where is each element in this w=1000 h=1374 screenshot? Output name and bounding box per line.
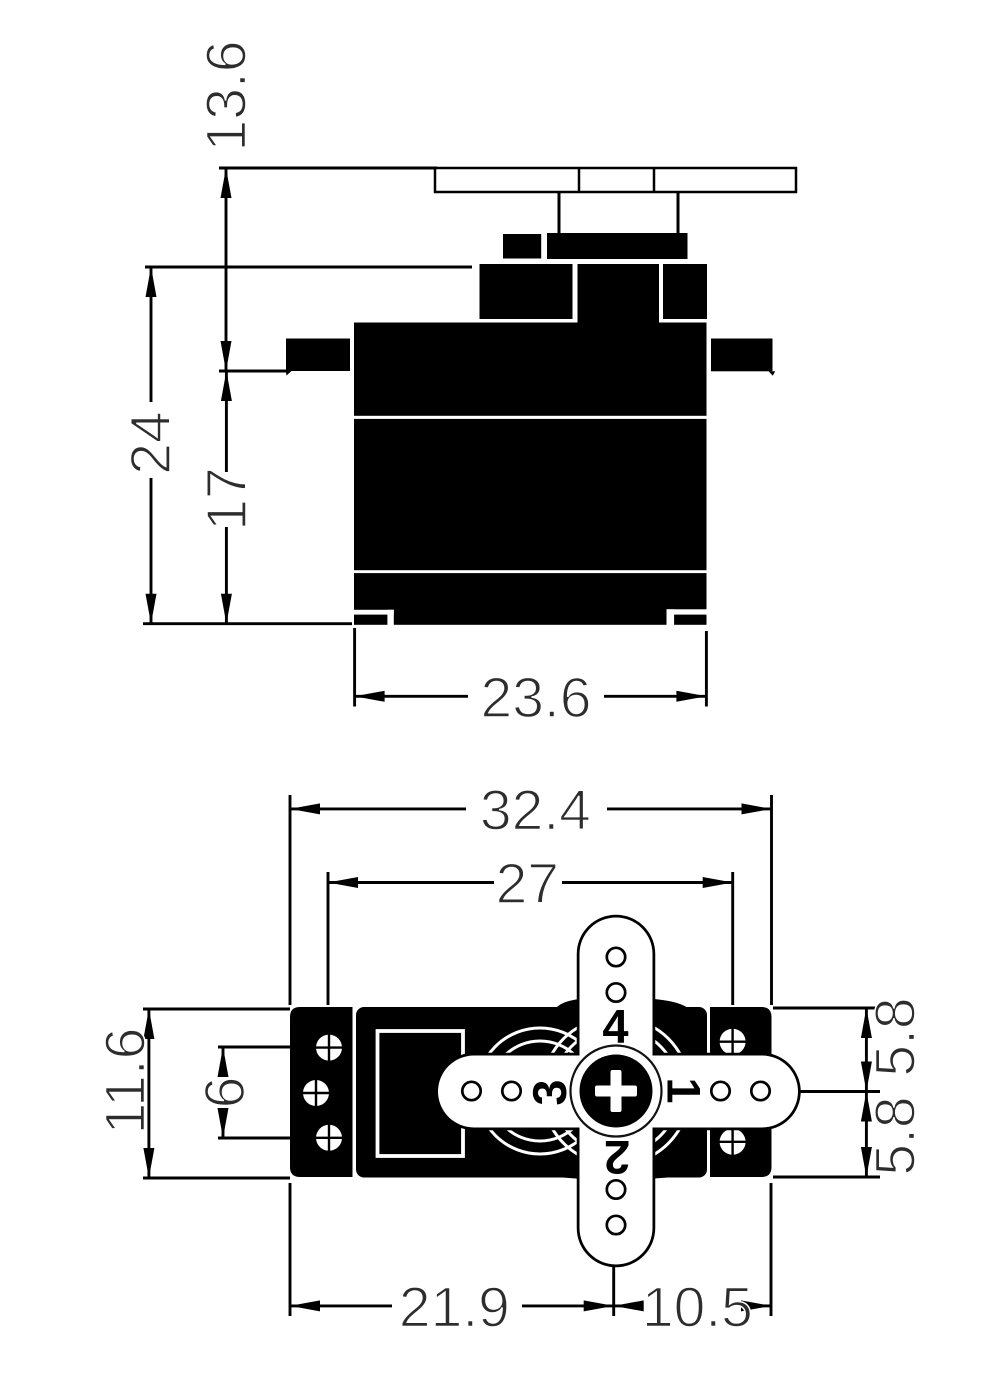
svg-text:10.5: 10.5 <box>642 1275 753 1339</box>
svg-text:17: 17 <box>195 467 259 530</box>
svg-text:5.8: 5.8 <box>864 1096 928 1175</box>
svg-text:5.8: 5.8 <box>864 997 928 1076</box>
svg-text:13.6: 13.6 <box>195 41 259 152</box>
svg-text:24: 24 <box>119 411 183 474</box>
svg-text:23.6: 23.6 <box>481 666 592 730</box>
svg-text:2: 2 <box>604 1131 630 1184</box>
svg-text:6: 6 <box>193 1077 257 1109</box>
svg-text:21.9: 21.9 <box>399 1275 510 1339</box>
svg-text:32.4: 32.4 <box>480 778 591 842</box>
svg-text:4: 4 <box>602 1000 628 1053</box>
svg-text:1: 1 <box>657 1077 710 1103</box>
svg-text:27: 27 <box>496 852 559 916</box>
svg-text:11.6: 11.6 <box>94 1028 158 1135</box>
svg-text:3: 3 <box>523 1079 576 1105</box>
